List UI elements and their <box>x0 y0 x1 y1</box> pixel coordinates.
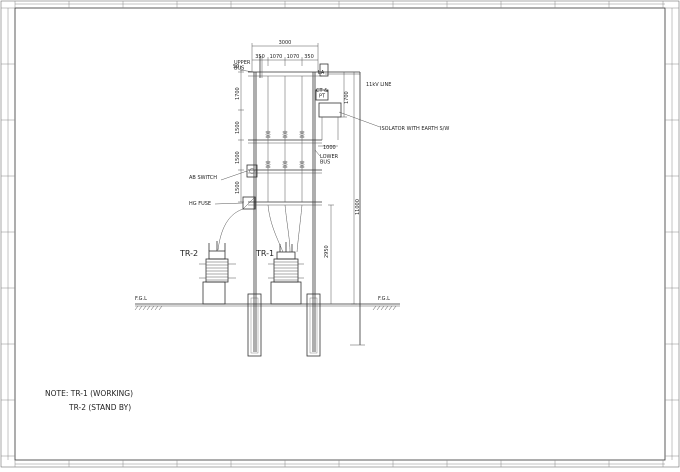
label-fgl-right: F.G.L <box>378 296 390 302</box>
label-11kv-line: 11kV LINE <box>366 82 391 88</box>
isolator-icon <box>318 102 342 118</box>
transformer-feeders <box>217 204 303 253</box>
dim-1000: 1000 <box>323 145 336 151</box>
label-ct-pt: CT & PT <box>316 88 330 100</box>
note-line-2: TR-2 (STAND BY) <box>68 403 131 412</box>
pole-foundation-left <box>247 293 262 357</box>
label-ab-switch: AB SWITCH <box>189 175 217 181</box>
label-tr2: TR-2 <box>179 249 198 258</box>
transformer-tr1 <box>268 242 304 305</box>
dim-upper-offset: 50 <box>233 64 239 70</box>
dim-spacing-1: 350 <box>255 54 265 60</box>
ct-pt-unit-icon <box>315 89 329 101</box>
dimension-lines <box>238 43 357 305</box>
label-hg-fuse: HG FUSE <box>189 201 211 207</box>
label-tr1: TR-1 <box>255 249 274 258</box>
dim-11000: 11000 <box>355 199 361 215</box>
leader-lines <box>214 69 381 205</box>
label-upper-bus: UPPER BUS <box>234 60 252 72</box>
transformer-tr2 <box>199 241 236 305</box>
dim-2950: 2950 <box>324 245 330 258</box>
dim-1700-a: 1700 <box>235 87 241 100</box>
incoming-11kv-line <box>315 63 365 346</box>
pole-foundation-right <box>306 293 321 357</box>
dim-1500-c: 1500 <box>235 181 241 194</box>
label-fgl-left: F.G.L <box>135 296 147 302</box>
ab-switch-assembly <box>246 164 258 178</box>
note-line-1: NOTE: TR-1 (WORKING) <box>45 389 133 398</box>
dim-spacing-3: 1070 <box>287 54 300 60</box>
label-lower-bus: LOWER BUS <box>320 154 340 166</box>
label-isolator: ISOLATOR WITH EARTH S/W <box>380 126 449 132</box>
dim-spacing-2: 1070 <box>270 54 283 60</box>
hg-fuse-assembly <box>242 196 256 210</box>
dim-1700-b: 1700 <box>344 91 350 104</box>
dim-spacing-4: 350 <box>304 54 314 60</box>
label-la: LA <box>318 70 325 76</box>
dim-1500-a: 1500 <box>235 121 241 134</box>
lightning-arrester-icon <box>319 63 329 77</box>
double-pole-structure <box>248 56 322 352</box>
dim-1500-b: 1500 <box>235 151 241 164</box>
dim-top-width: 3000 <box>279 40 292 46</box>
